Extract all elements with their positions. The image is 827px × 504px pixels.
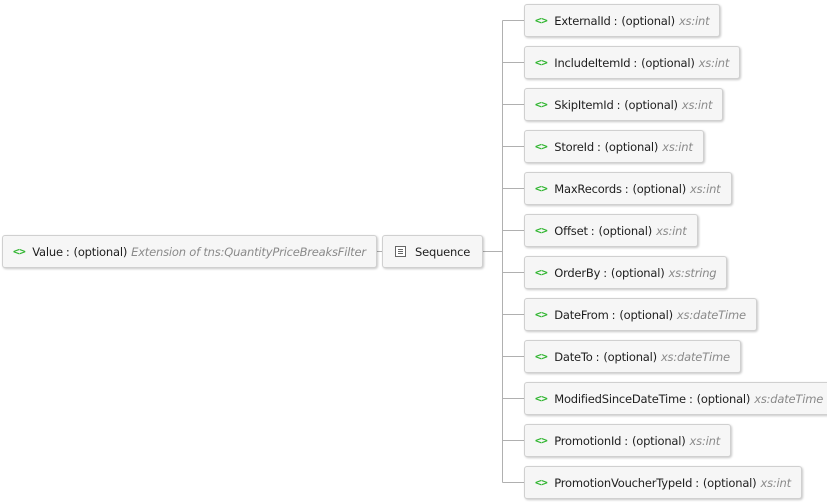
optional-label: (optional) bbox=[631, 433, 686, 448]
element-type: xs:dateTime bbox=[754, 391, 824, 406]
element-type: xs:int bbox=[656, 223, 687, 238]
separator: : bbox=[613, 13, 618, 28]
optional-label: (optional) bbox=[621, 13, 675, 28]
element-icon: <> bbox=[535, 476, 548, 489]
element-type: xs:string bbox=[668, 265, 717, 280]
element-type: Extension of tns:QuantityPriceBreaksFilt… bbox=[131, 244, 366, 259]
element-name: ModifiedSinceDateTime bbox=[554, 391, 686, 406]
element-type: xs:int bbox=[698, 55, 730, 70]
element-name: IncludeItemId bbox=[554, 55, 631, 70]
sequence-node[interactable]: Sequence bbox=[382, 235, 484, 268]
separator: : bbox=[624, 181, 629, 196]
optional-label: (optional) bbox=[73, 244, 128, 259]
element-name: PromotionVoucherTypeId bbox=[554, 475, 693, 490]
element-type: xs:int bbox=[678, 13, 710, 28]
separator: : bbox=[624, 433, 628, 448]
separator: : bbox=[590, 223, 595, 238]
element-type: xs:int bbox=[681, 97, 713, 112]
element-type: xs:dateTime bbox=[660, 349, 730, 364]
element-name: DateTo bbox=[554, 349, 593, 364]
element-type: xs:int bbox=[690, 181, 721, 196]
child-element-node[interactable]: <> StoreId:(optional)xs:int bbox=[524, 130, 704, 163]
child-element-node[interactable]: <> ModifiedSinceDateTime:(optional)xs:dat… bbox=[524, 382, 827, 415]
separator: : bbox=[596, 139, 601, 154]
optional-label: (optional) bbox=[702, 475, 757, 490]
child-element-node[interactable]: <> IncludeItemId:(optional)xs:int bbox=[524, 46, 741, 79]
element-icon: <> bbox=[535, 56, 548, 69]
child-element-node[interactable]: <> ExternalId:(optional)xs:int bbox=[524, 4, 721, 37]
separator: : bbox=[695, 475, 699, 490]
element-name: Offset bbox=[554, 223, 588, 238]
element-name: SkipItemId bbox=[554, 97, 614, 112]
sequence-icon bbox=[395, 246, 406, 257]
element-icon: <> bbox=[535, 308, 548, 321]
child-element-node[interactable]: <> DateTo:(optional)xs:dateTime bbox=[524, 340, 741, 373]
element-icon: <> bbox=[13, 245, 26, 258]
child-element-node[interactable]: <> MaxRecords:(optional)xs:int bbox=[524, 172, 732, 205]
child-element-node[interactable]: <> PromotionVoucherTypeId:(optional)xs:in… bbox=[524, 466, 802, 499]
element-type: xs:int bbox=[760, 475, 791, 490]
separator: : bbox=[616, 97, 621, 112]
element-icon: <> bbox=[535, 392, 548, 405]
child-element-node[interactable]: <> DateFrom:(optional)xs:dateTime bbox=[524, 298, 757, 331]
separator: : bbox=[611, 307, 616, 322]
element-type: xs:int bbox=[689, 433, 721, 448]
element-icon: <> bbox=[535, 266, 548, 279]
element-name: ExternalId bbox=[554, 13, 611, 28]
element-name: MaxRecords bbox=[554, 181, 622, 196]
optional-label: (optional) bbox=[603, 349, 657, 364]
optional-label: (optional) bbox=[610, 265, 665, 280]
element-type: xs:dateTime bbox=[676, 307, 746, 322]
element-name: StoreId bbox=[554, 139, 594, 154]
child-element-node[interactable]: <> Offset:(optional)xs:int bbox=[524, 214, 698, 247]
separator: : bbox=[633, 55, 638, 70]
optional-label: (optional) bbox=[604, 139, 659, 154]
child-element-node[interactable]: <> SkipItemId:(optional)xs:int bbox=[524, 88, 724, 121]
optional-label: (optional) bbox=[624, 97, 678, 112]
child-element-node[interactable]: <> PromotionId:(optional)xs:int bbox=[524, 424, 732, 457]
element-icon: <> bbox=[535, 224, 548, 237]
optional-label: (optional) bbox=[619, 307, 673, 322]
element-name: PromotionId bbox=[554, 433, 622, 448]
optional-label: (optional) bbox=[696, 391, 751, 406]
element-name: DateFrom bbox=[554, 307, 609, 322]
separator: : bbox=[595, 349, 600, 364]
separator: : bbox=[65, 244, 70, 259]
element-icon: <> bbox=[535, 434, 548, 447]
element-name: OrderBy bbox=[554, 265, 601, 280]
root-element-node[interactable]: <> Value : (optional) Extension of tns:Q… bbox=[2, 235, 377, 268]
child-element-node[interactable]: <> OrderBy:(optional)xs:string bbox=[524, 256, 728, 289]
element-type: xs:int bbox=[662, 139, 693, 154]
optional-label: (optional) bbox=[632, 181, 687, 196]
optional-label: (optional) bbox=[598, 223, 653, 238]
optional-label: (optional) bbox=[641, 55, 695, 70]
element-icon: <> bbox=[535, 98, 548, 111]
element-name: Value bbox=[32, 244, 63, 259]
separator: : bbox=[603, 265, 607, 280]
element-icon: <> bbox=[535, 14, 548, 27]
element-icon: <> bbox=[535, 140, 548, 153]
separator: : bbox=[688, 391, 693, 406]
element-icon: <> bbox=[535, 182, 548, 195]
element-icon: <> bbox=[535, 350, 548, 363]
sequence-label: Sequence bbox=[415, 244, 471, 259]
